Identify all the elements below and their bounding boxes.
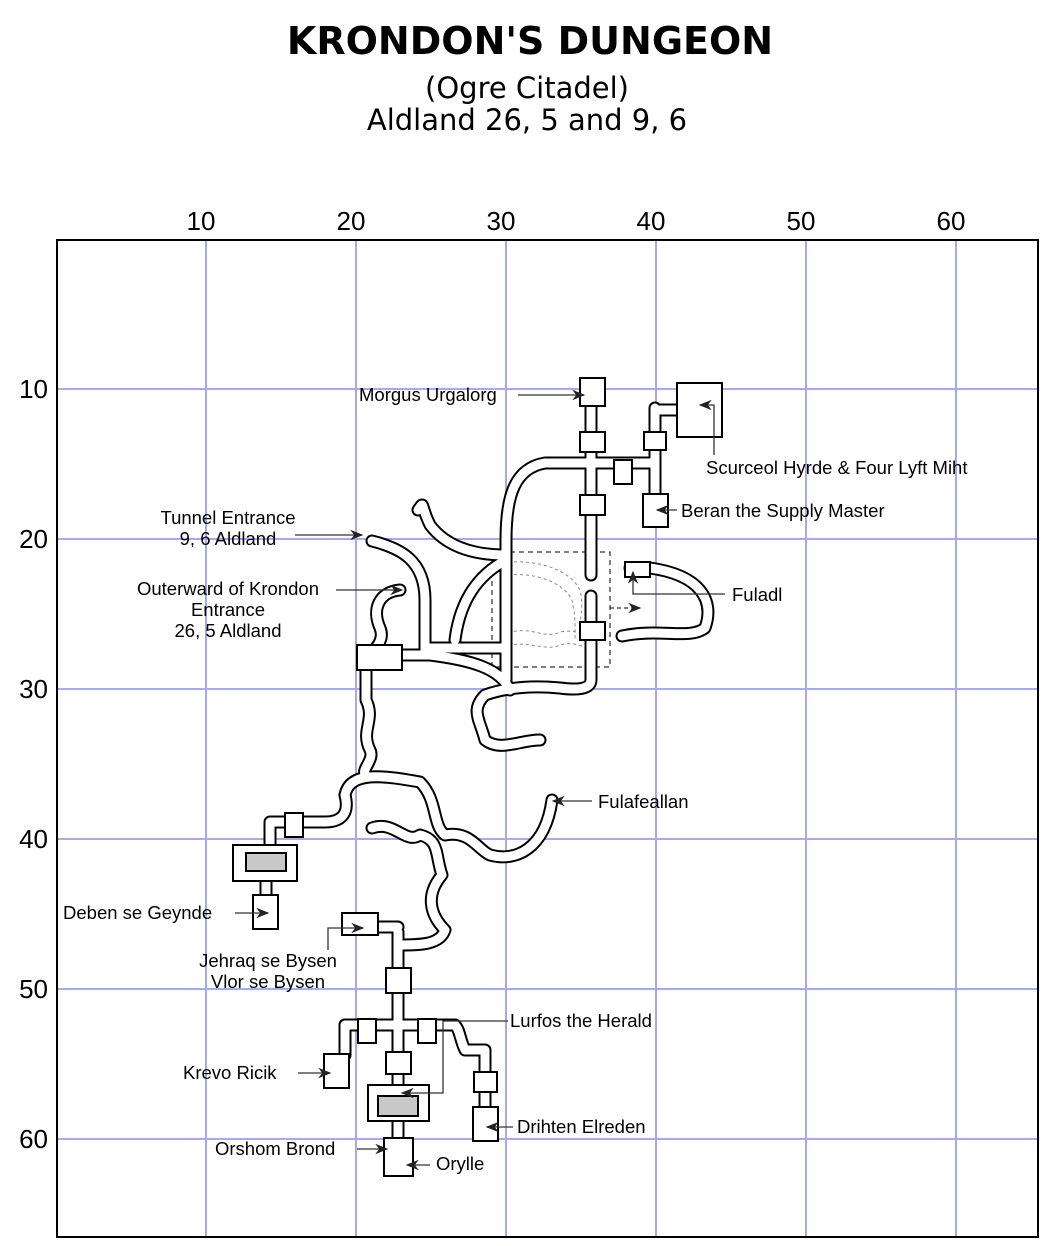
- label-fulafeallan: Fulafeallan: [598, 791, 689, 812]
- map-subtitle: (Ogre Citadel): [425, 71, 629, 105]
- map-coordinates: Aldland 26, 5 and 9, 6: [367, 103, 687, 137]
- room-drihten: [472, 1106, 499, 1142]
- label-outerward-coords: 26, 5 Aldland: [175, 620, 282, 641]
- map-frame: [56, 239, 1039, 1238]
- x-tick: 20: [337, 206, 366, 236]
- label-morgus: Morgus Urgalorg: [359, 384, 497, 405]
- label-orylle: Orylle: [436, 1153, 484, 1174]
- label-drihten: Drihten Elreden: [517, 1116, 646, 1137]
- label-orshom: Orshom Brond: [215, 1138, 335, 1159]
- y-tick: 40: [19, 824, 48, 854]
- tunnels: [259, 398, 715, 1147]
- label-fuladl: Fuladl: [732, 584, 782, 605]
- y-tick: 30: [19, 674, 48, 704]
- label-tunnel-coords: 9, 6 Aldland: [180, 528, 277, 549]
- label-outerward: Outerward of Krondon: [137, 578, 319, 599]
- x-axis-ticks: 10 20 30 40 50 60: [187, 206, 966, 236]
- x-tick: 60: [937, 206, 966, 236]
- map-grid: [57, 240, 1038, 1237]
- room-morgus: [579, 377, 606, 407]
- y-tick: 50: [19, 974, 48, 1004]
- x-tick: 40: [637, 206, 666, 236]
- y-axis-ticks: 10 20 30 40 50 60: [19, 374, 48, 1154]
- y-tick: 20: [19, 524, 48, 554]
- label-beran: Beran the Supply Master: [681, 500, 885, 521]
- label-scurceol: Scurceol Hyrde & Four Lyft Miht: [706, 457, 967, 478]
- y-tick: 60: [19, 1124, 48, 1154]
- map-title: KRONDON'S DUNGEON: [287, 19, 773, 63]
- location-labels: Morgus Urgalorg Scurceol Hyrde & Four Ly…: [63, 384, 967, 1174]
- room-fuladl: [624, 561, 651, 578]
- room-orshom-orylle: [383, 1137, 414, 1177]
- label-arrows: [235, 389, 725, 1171]
- room-scurceol: [676, 382, 723, 438]
- label-vlor: Vlor se Bysen: [211, 971, 325, 992]
- label-deben: Deben se Geynde: [63, 902, 212, 923]
- rooms: [232, 377, 723, 1177]
- room-krevo: [323, 1053, 350, 1089]
- x-tick: 50: [787, 206, 816, 236]
- label-tunnel-entrance: Tunnel Entrance: [160, 507, 295, 528]
- room-deben: [252, 894, 279, 930]
- label-outerward-entrance: Entrance: [191, 599, 265, 620]
- label-krevo: Krevo Ricik: [183, 1062, 277, 1083]
- x-tick: 30: [487, 206, 516, 236]
- label-jehraq: Jehraq se Bysen: [199, 950, 337, 971]
- x-tick: 10: [187, 206, 216, 236]
- label-lurfos: Lurfos the Herald: [510, 1010, 652, 1031]
- y-tick: 10: [19, 374, 48, 404]
- room-jehraq: [341, 912, 379, 936]
